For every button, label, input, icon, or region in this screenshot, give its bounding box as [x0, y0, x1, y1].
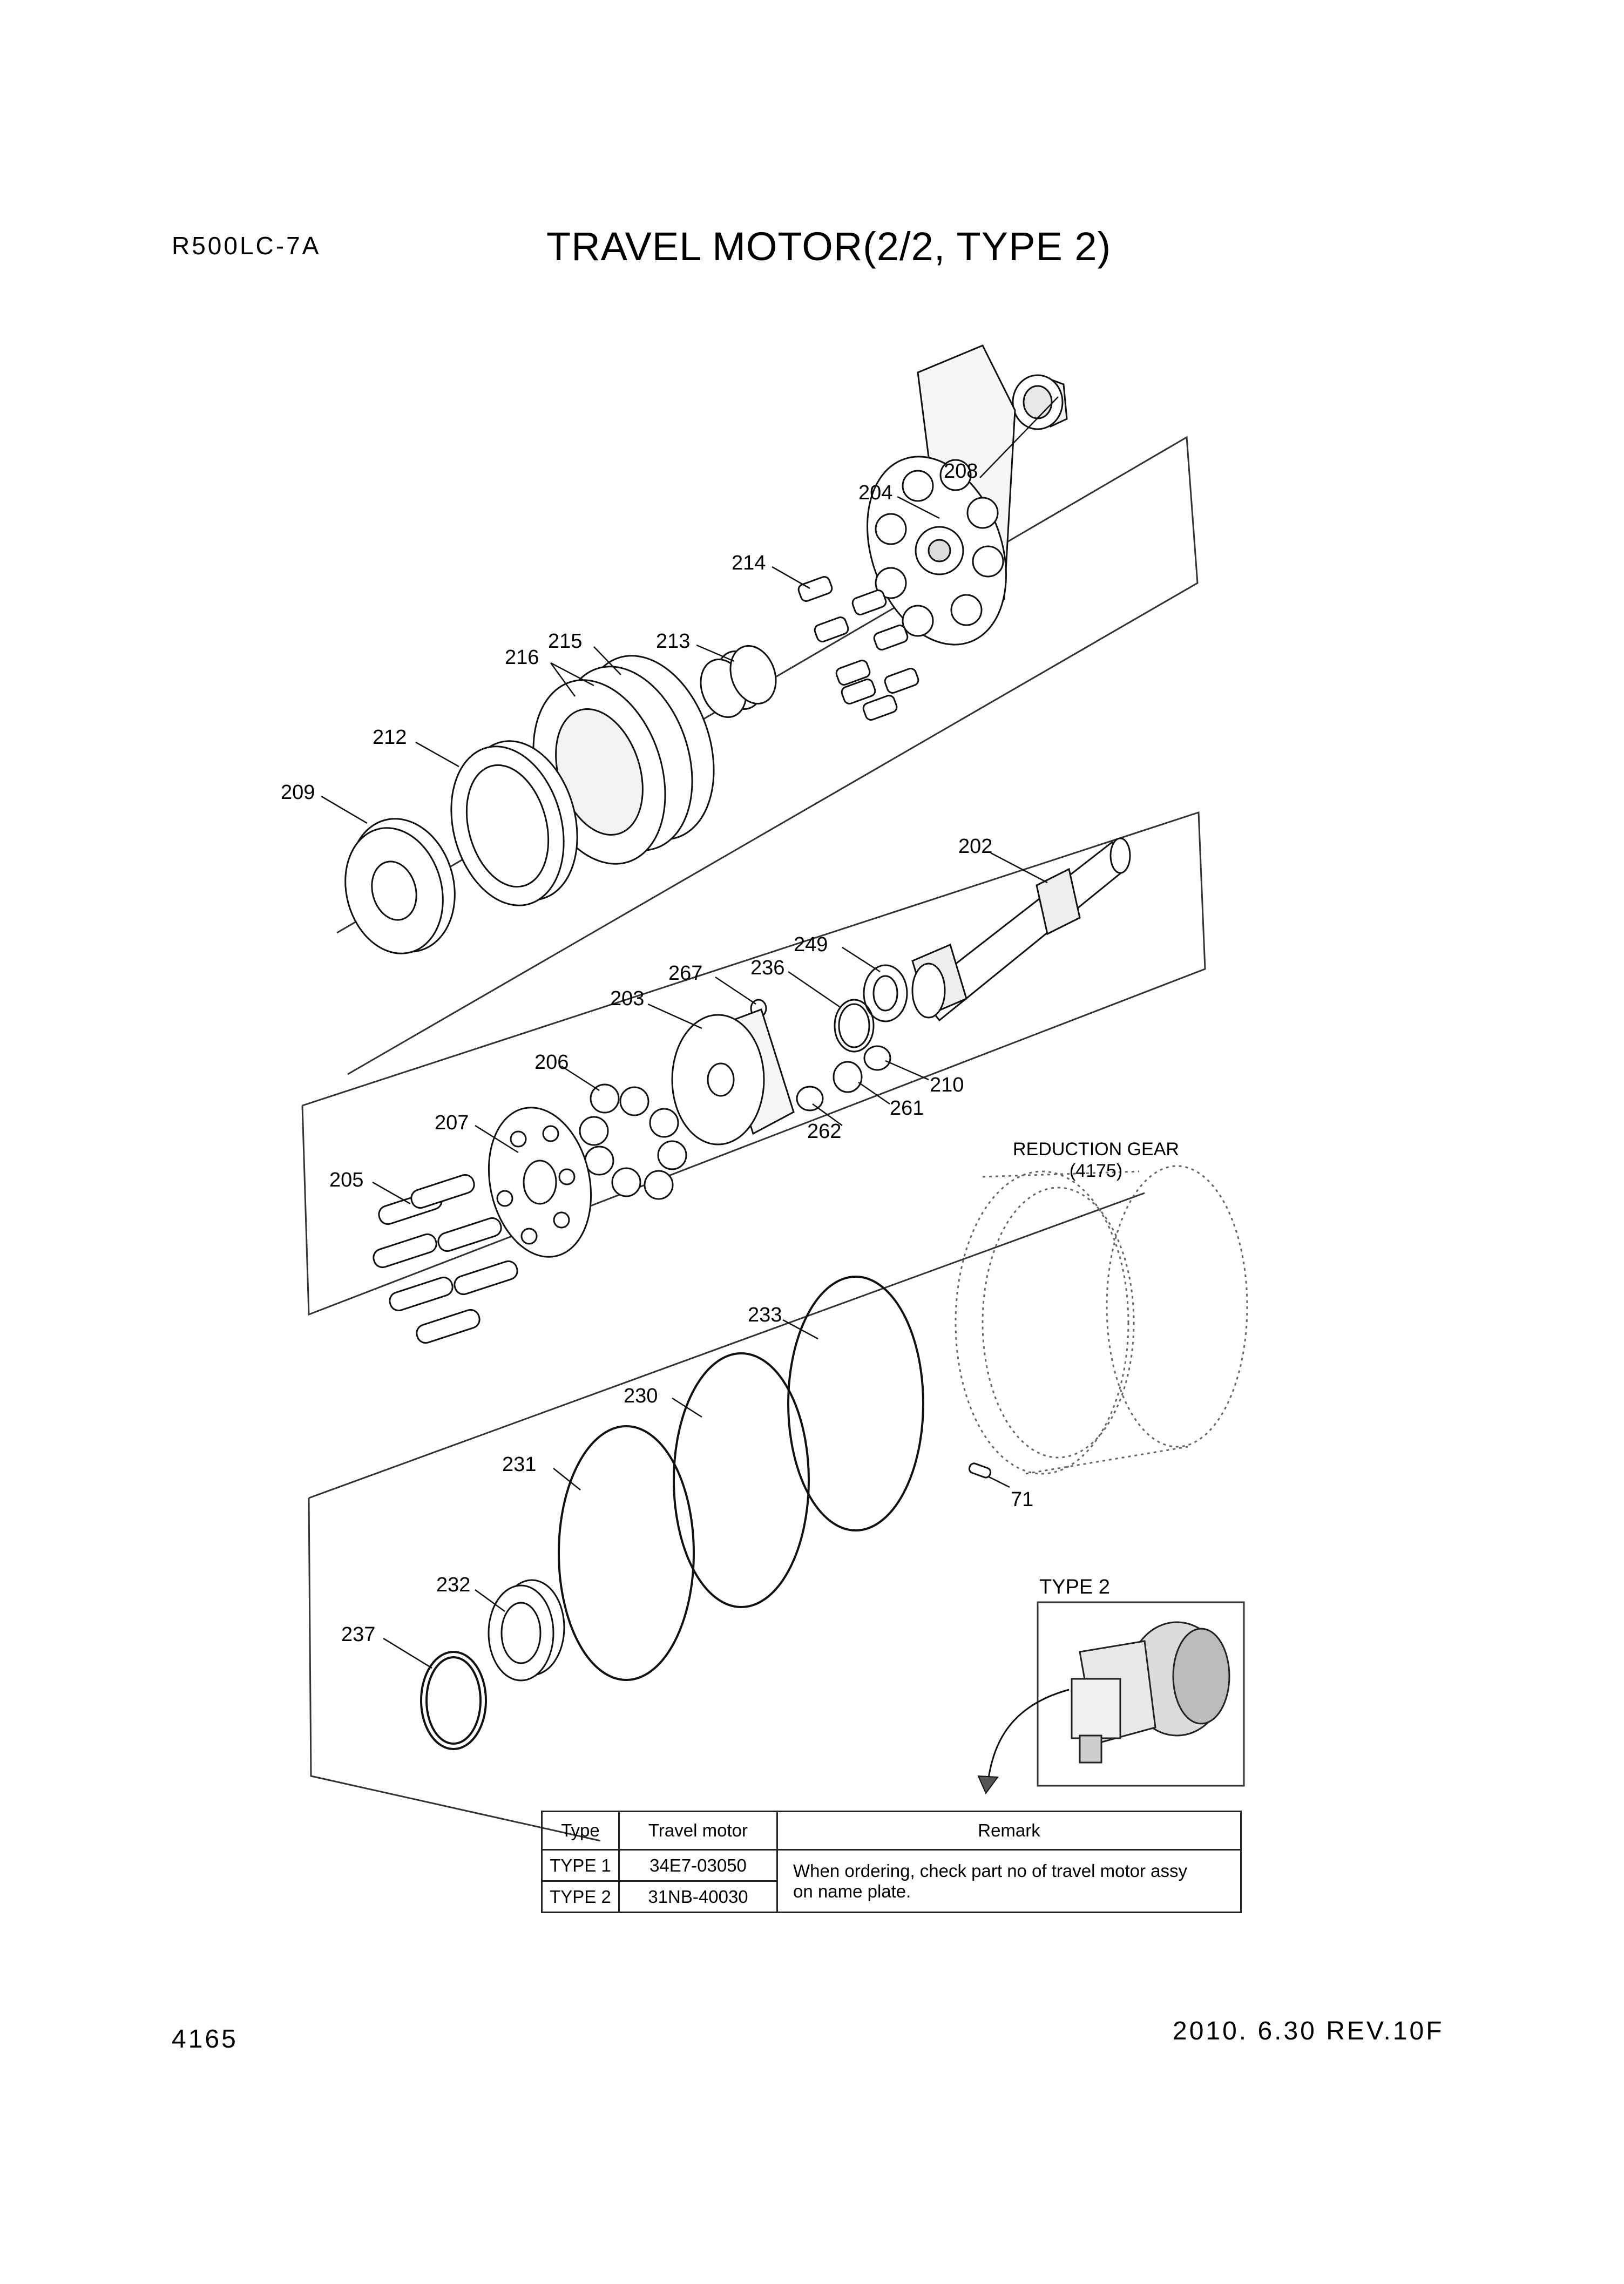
row-type: TYPE 1 [541, 1849, 620, 1882]
callout-261: 261 [890, 1097, 924, 1120]
part-202-shaft [911, 837, 1131, 1022]
callout-212: 212 [373, 726, 407, 749]
header-travel-motor: Travel motor [618, 1811, 778, 1851]
part-236-snap-ring [834, 999, 875, 1053]
callout-237: 237 [341, 1623, 375, 1646]
page-number: 4165 [172, 2025, 238, 2053]
model-name: R500LC-7A [172, 232, 321, 260]
callout-71: 71 [1011, 1488, 1033, 1511]
row-motor: 34E7-03050 [618, 1849, 778, 1882]
callout-215: 215 [548, 630, 582, 653]
part-204-cylinder-block [867, 344, 1016, 646]
arrowhead-icon [977, 1775, 999, 1794]
header-remark: Remark [776, 1811, 1242, 1851]
lower-group-frame-top [308, 1192, 1145, 1499]
type-table-header: Type Travel motor Remark [541, 1811, 1242, 1851]
part-207-retainer-plate [488, 1107, 592, 1258]
type-table: Type Travel motor Remark TYPE 1 34E7-030… [541, 1811, 1242, 1913]
revision-date: 2010. 6.30 REV.10F [1173, 2017, 1444, 2045]
remark-line-1: When ordering, check part no of travel m… [793, 1860, 1187, 1881]
table-row: TYPE 2 31NB-40030 [541, 1880, 1241, 1913]
remark-cell: When ordering, check part no of travel m… [776, 1849, 1242, 1913]
leader-lines [321, 396, 1059, 1669]
header-type: Type [541, 1811, 620, 1851]
callout-216: 216 [505, 646, 539, 669]
part-249-bearing [863, 964, 908, 1022]
o-rings [558, 1276, 924, 1681]
part-231-o-ring [558, 1425, 695, 1681]
callout-214: 214 [732, 552, 766, 574]
callout-202: 202 [958, 835, 992, 858]
callout-267: 267 [668, 962, 702, 985]
callout-210: 210 [930, 1074, 964, 1096]
part-232-oil-seal [488, 1579, 565, 1682]
lower-group-frame-left [308, 1497, 601, 1842]
callout-209: 209 [281, 781, 315, 804]
callout-208: 208 [944, 460, 978, 483]
reduction-gear-ref: (4175) [1070, 1161, 1122, 1181]
callout-207: 207 [435, 1111, 469, 1134]
part-205-pistons [373, 1174, 518, 1344]
callout-231: 231 [502, 1453, 536, 1476]
part-206-shoes [579, 1083, 687, 1200]
row-motor: 31NB-40030 [618, 1880, 778, 1913]
callout-206: 206 [534, 1051, 569, 1074]
callout-233: 233 [748, 1304, 782, 1326]
part-215-216-assembly [532, 655, 715, 865]
part-237-snap-ring [420, 1651, 487, 1750]
callout-205: 205 [329, 1169, 363, 1191]
part-213-spring [700, 645, 777, 718]
callout-labels: 208 204 214 215 216 213 212 209 202 249 … [281, 460, 1033, 1646]
type2-inset: TYPE 2 [977, 1576, 1245, 1794]
part-203-retainer [671, 1008, 795, 1146]
type2-arrow [987, 1689, 1070, 1782]
reduction-gear-outline [955, 1165, 1248, 1475]
callout-203: 203 [610, 987, 644, 1010]
table-row: TYPE 1 34E7-03050 When ordering, check p… [541, 1849, 1242, 1913]
part-233-o-ring [787, 1276, 924, 1531]
callout-236: 236 [750, 957, 784, 979]
remark-line-2: on name plate. [793, 1881, 911, 1901]
callout-249: 249 [794, 933, 828, 956]
callout-232: 232 [436, 1574, 470, 1596]
middle-group-frame [301, 811, 1206, 1316]
part-212-ring [450, 740, 578, 906]
callout-230: 230 [624, 1385, 658, 1407]
row-type: TYPE 2 [541, 1880, 620, 1913]
part-214-springs [797, 576, 919, 721]
callout-262: 262 [807, 1120, 841, 1143]
reduction-gear-label: REDUCTION GEAR [1013, 1139, 1179, 1160]
part-208-bushing [1012, 374, 1068, 430]
part-209-valve-plate [344, 818, 456, 954]
type2-label: TYPE 2 [1039, 1576, 1110, 1598]
part-210-261-262 [796, 1045, 891, 1111]
part-71-pin [968, 1462, 992, 1479]
callout-213: 213 [656, 630, 690, 653]
part-230-o-ring [673, 1352, 810, 1608]
callout-204: 204 [858, 482, 892, 504]
type2-motor-image [1071, 1621, 1230, 1764]
page-title: TRAVEL MOTOR(2/2, TYPE 2) [546, 224, 1112, 269]
